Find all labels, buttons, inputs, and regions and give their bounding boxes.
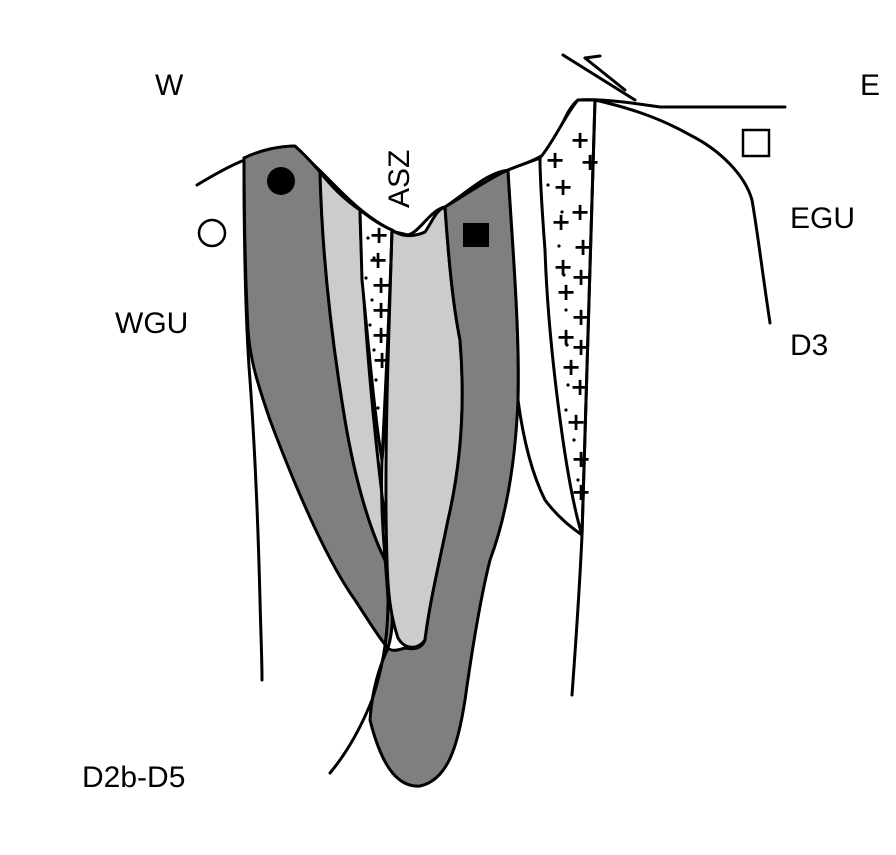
svg-text:+: + <box>369 221 389 249</box>
svg-text:+: + <box>570 126 590 154</box>
filled-square-symbol <box>463 223 489 247</box>
east-boundary-line <box>570 98 597 697</box>
svg-text:+: + <box>571 445 591 473</box>
d3-fault-line <box>593 98 772 325</box>
east-dotted-pattern <box>546 183 580 482</box>
svg-text:+: + <box>566 408 586 436</box>
svg-text:+: + <box>570 198 590 226</box>
label-d3: D3 <box>790 329 828 362</box>
label-egu: EGU <box>790 202 855 235</box>
label-wgu: WGU <box>115 307 188 340</box>
svg-text:+: + <box>371 271 391 299</box>
svg-text:+: + <box>553 173 573 201</box>
svg-text:+: + <box>371 296 391 324</box>
svg-text:+: + <box>371 321 391 349</box>
open-square-symbol <box>741 128 771 158</box>
svg-text:+: + <box>571 478 591 506</box>
label-west: W <box>155 69 184 102</box>
svg-text:+: + <box>580 148 600 176</box>
svg-text:+: + <box>556 323 576 351</box>
svg-text:+: + <box>368 246 388 274</box>
svg-text:+: + <box>551 208 571 236</box>
asz-shear-zone-line <box>328 228 394 775</box>
svg-text:+: + <box>556 278 576 306</box>
thrust-arrow <box>583 56 627 92</box>
svg-text:+: + <box>372 346 392 374</box>
label-asz: ASZ <box>383 150 416 208</box>
svg-text:+: + <box>571 263 591 291</box>
open-circle-symbol <box>197 218 227 248</box>
svg-text:+: + <box>545 146 565 174</box>
label-d2b-d5: D2b-D5 <box>82 761 185 794</box>
svg-text:+: + <box>553 253 573 281</box>
label-east: E <box>860 69 880 102</box>
filled-circle-symbol <box>267 167 295 195</box>
svg-text:+: + <box>573 233 593 261</box>
thrust-arrow-head <box>583 54 602 60</box>
svg-text:+: + <box>571 303 591 331</box>
wgu-boundary-line <box>242 156 264 682</box>
thrust-fault-line <box>561 53 637 102</box>
west-dotted-pattern <box>364 236 380 410</box>
svg-text:+: + <box>561 353 581 381</box>
